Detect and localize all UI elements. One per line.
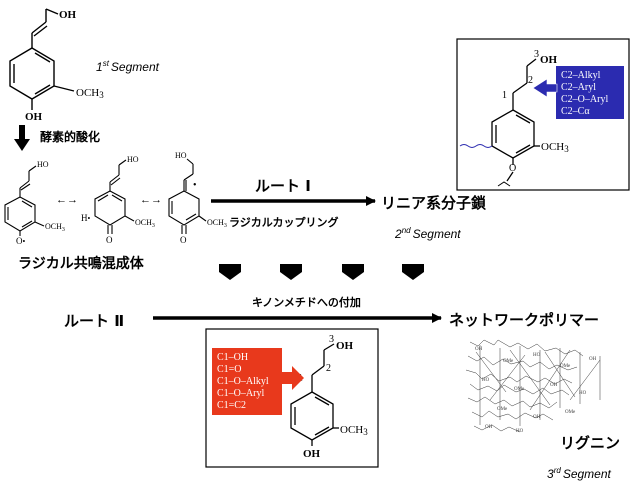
resonance-structure-2 — [94, 159, 135, 234]
svg-text:OMe: OMe — [497, 407, 508, 412]
svg-text:OH: OH — [550, 383, 558, 388]
svg-text:OMe: OMe — [560, 364, 571, 369]
oh-label: OH — [25, 111, 43, 123]
transition-arrows — [219, 264, 424, 280]
resonance-hybrid-label: ラジカル共鳴混成体 — [18, 255, 145, 272]
coniferyl-alcohol-structure — [9, 8, 75, 110]
enzyme-oxidation-label: 酵素的酸化 — [40, 129, 100, 144]
position-3-label: 3 — [329, 334, 334, 345]
svg-text:HO: HO — [533, 353, 541, 358]
h-radical-label: H• — [81, 213, 91, 223]
route-2-label: ルート Ⅱ — [64, 312, 124, 330]
c1-linkage-item: C1–OH — [217, 352, 248, 363]
segment-2-structure — [491, 58, 540, 182]
route-1-label: ルート Ⅰ — [255, 177, 311, 195]
svg-text:HO: HO — [482, 378, 490, 383]
ether-o-label: O — [509, 163, 516, 174]
quinone-methide-label: キノンメチドへの付加 — [252, 295, 361, 309]
och3-label: OCH3 — [340, 424, 368, 437]
oh-label: OH — [59, 9, 77, 21]
ho-label: HO — [37, 160, 49, 169]
svg-text:HO: HO — [516, 429, 524, 434]
svg-text:OH: OH — [485, 425, 493, 430]
c2-linkage-item: C2–Cα — [561, 106, 590, 117]
network-polymer-label: ネットワークポリマー — [449, 311, 599, 329]
c2-linkage-item: C2–Aryl — [561, 82, 596, 93]
c1-linkage-box — [212, 348, 282, 415]
resonance-structure-3 — [168, 158, 207, 234]
svg-text:HO: HO — [579, 391, 587, 396]
radical-coupling-label: ラジカルカップリング — [229, 215, 338, 229]
oh-label: OH — [336, 340, 354, 352]
c2-linkage-box — [556, 66, 624, 119]
radical-dot: • — [193, 180, 197, 191]
svg-text:OH: OH — [533, 415, 541, 420]
oxidation-arrow — [14, 125, 30, 151]
c1-linkage-item: C1=O — [217, 364, 242, 375]
oh-label: OH — [303, 448, 321, 460]
c2-pointer-arrow — [532, 78, 558, 98]
resonance-arrow-2: ←→ — [140, 194, 162, 206]
position-1-label: 1 — [502, 90, 507, 101]
c2-linkage-item: C2–Alkyl — [561, 70, 601, 81]
c1-linkage-item: C1=C2 — [217, 400, 246, 411]
och3-label: OCH3 — [541, 141, 569, 154]
och3-small-label: OCH3 — [207, 218, 227, 229]
radical-o-label: O• — [16, 236, 26, 246]
segment-1-box-structure — [290, 343, 339, 446]
linear-chain-label: リニア系分子鎖 — [381, 194, 487, 212]
position-2-label: 2 — [326, 363, 331, 374]
carbonyl-o-label: O — [180, 235, 187, 245]
lignin-network-image — [465, 339, 601, 433]
position-3-label: 3 — [534, 49, 539, 60]
svg-text:OH: OH — [589, 357, 597, 362]
svg-text:OMe: OMe — [565, 410, 576, 415]
resonance-arrow-1: ←→ — [56, 194, 78, 206]
c1-pointer-arrow — [282, 366, 304, 390]
resonance-structure-1 — [4, 165, 45, 236]
aryl-wavy-bond — [459, 144, 493, 148]
ho-label: HO — [127, 155, 139, 164]
c2-linkage-item: C2–O–Aryl — [561, 94, 608, 105]
carbonyl-o-label: O — [106, 235, 113, 245]
ether-link — [497, 181, 511, 187]
ho-label: HO — [175, 151, 187, 160]
och3-small-label: OCH3 — [45, 222, 65, 233]
position-2-label: 2 — [528, 75, 533, 86]
svg-text:OMe: OMe — [503, 359, 514, 364]
svg-text:OMe: OMe — [514, 387, 525, 392]
och3-label: OCH3 — [76, 87, 104, 100]
c1-linkage-item: C1–O–Alkyl — [217, 376, 269, 387]
och3-small-label: OCH3 — [135, 218, 155, 229]
svg-text:OH: OH — [475, 347, 483, 352]
oh-label: OH — [540, 54, 558, 66]
lignin-label: リグニン — [560, 434, 620, 452]
c1-linkage-item: C1–O–Aryl — [217, 388, 264, 399]
